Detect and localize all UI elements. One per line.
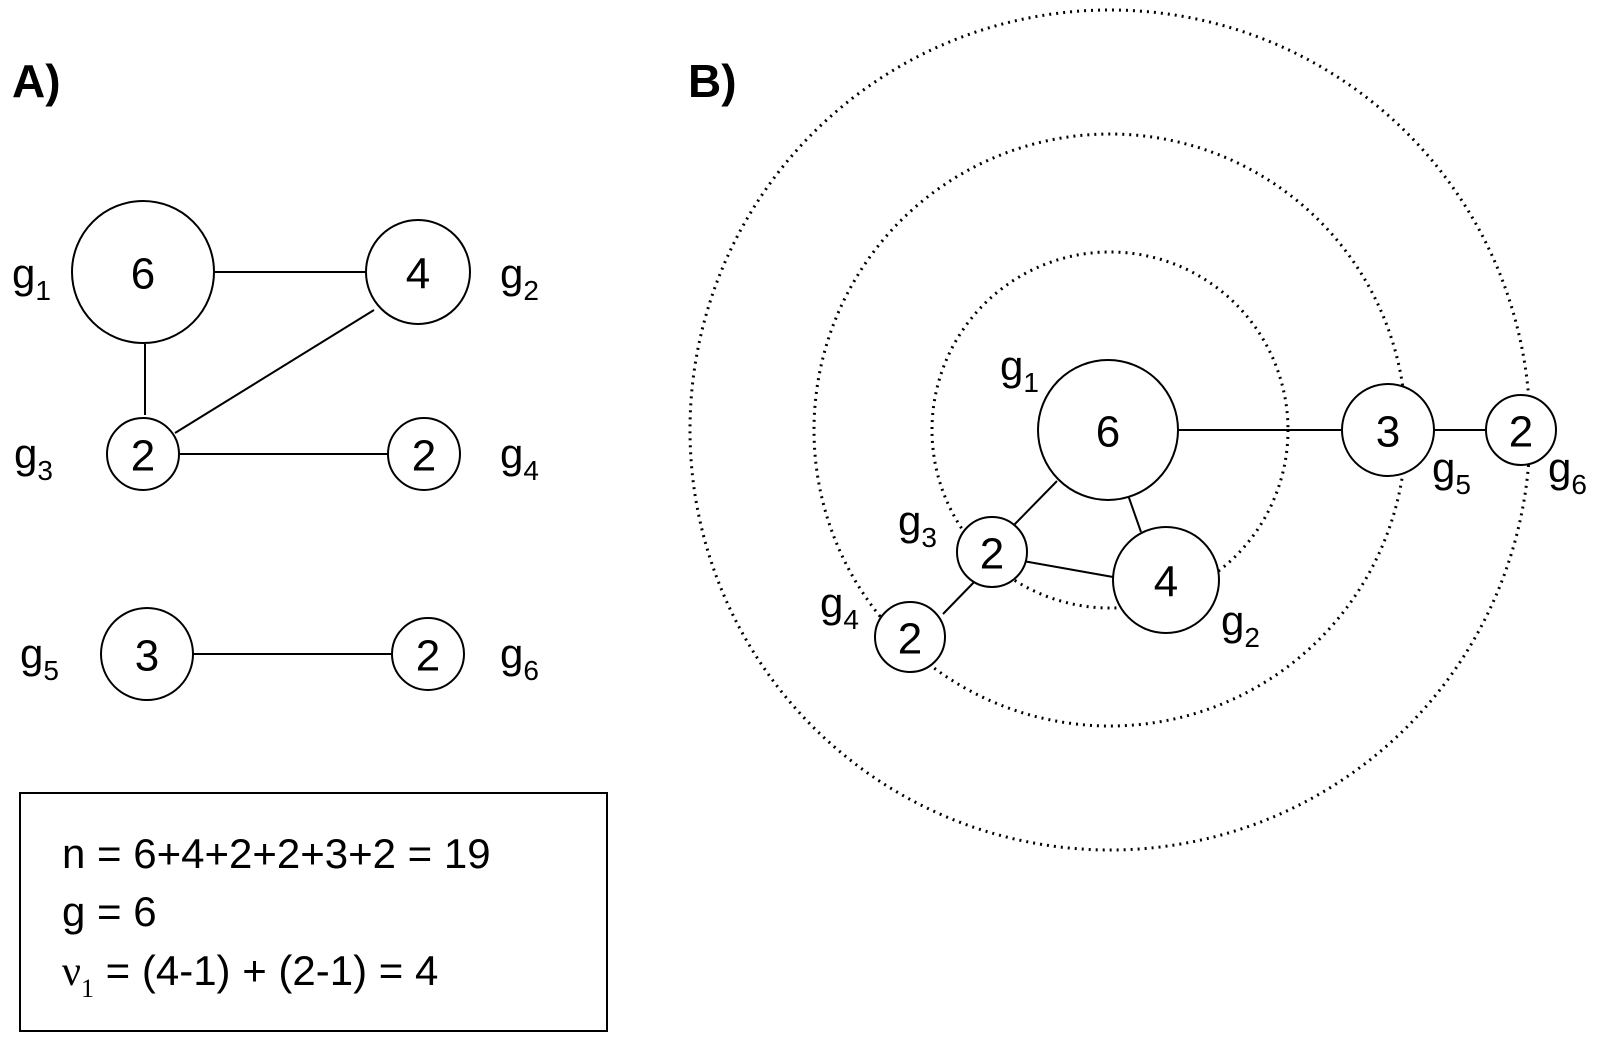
node-b-g5-value: 3 (1376, 408, 1400, 457)
node-b-g2 (1112, 526, 1220, 634)
node-b-g6-value: 2 (1509, 408, 1533, 457)
edge-b-g3-g2 (1022, 560, 1114, 578)
label-b-g1: g1 (1000, 342, 1039, 398)
panel-b-nodes (874, 359, 1557, 673)
label-b-g2: g2 (1221, 597, 1260, 653)
node-b-g3-value: 2 (980, 530, 1004, 579)
panel-a-nodes (71, 200, 471, 701)
node-b-g1-value: 6 (1096, 408, 1120, 457)
formula-line-g: g = 6 (62, 888, 157, 935)
panel-b-edges (942, 429, 1486, 615)
panel-a-label: A) (12, 55, 61, 107)
node-a-g4 (387, 417, 461, 491)
node-b-g2-value: 4 (1154, 558, 1178, 607)
node-b-g6 (1485, 394, 1557, 466)
node-b-g5 (1341, 383, 1435, 477)
panel-b-label: B) (688, 55, 737, 107)
formula-box (19, 792, 608, 1032)
panel-b-node-labels: g1 g2 g3 g4 g5 g6 (820, 342, 1587, 653)
label-b-g6: g6 (1548, 444, 1587, 500)
node-a-g3-value: 2 (131, 432, 155, 481)
label-a-g2: g2 (500, 250, 539, 306)
label-a-g5: g5 (20, 630, 59, 686)
label-b-g4: g4 (820, 579, 859, 635)
node-b-g4 (874, 601, 946, 673)
label-b-g3: g3 (898, 497, 937, 553)
node-a-g4-value: 2 (412, 432, 436, 481)
edge-b-g1-g2 (1127, 494, 1142, 533)
node-a-g5-value: 3 (135, 632, 159, 681)
node-b-g1 (1037, 359, 1179, 501)
node-a-g1-value: 6 (131, 250, 155, 299)
formula-line-nu: ν1 = (4-1) + (2-1) = 4 (62, 947, 438, 1003)
label-a-g6: g6 (500, 630, 539, 686)
node-a-g3 (106, 417, 180, 491)
edge-b-g3-g4 (942, 577, 979, 615)
label-a-g4: g4 (500, 430, 539, 486)
node-b-g4-value: 2 (898, 615, 922, 664)
edge-b-g1-g3 (1011, 480, 1058, 528)
panel-a-node-values: 6 4 2 2 3 2 (131, 250, 440, 681)
node-a-g6 (391, 617, 465, 691)
panel-a-node-labels: g1 g2 g3 g4 g5 g6 (12, 250, 539, 686)
node-a-g2-value: 4 (406, 250, 430, 299)
formula-line-n: n = 6+4+2+2+3+2 = 19 (62, 830, 491, 877)
label-a-g1: g1 (12, 250, 51, 306)
edge-a-g2-g3 (174, 309, 375, 434)
node-a-g2 (365, 219, 471, 325)
panel-a-edges (144, 271, 392, 655)
node-a-g5 (100, 607, 194, 701)
panel-b-node-values: 6 4 2 2 3 2 (898, 408, 1533, 664)
node-a-g6-value: 2 (416, 632, 440, 681)
label-b-g5: g5 (1432, 444, 1471, 500)
node-b-g3 (956, 516, 1028, 588)
node-a-g1 (71, 200, 215, 344)
label-a-g3: g3 (14, 430, 53, 486)
